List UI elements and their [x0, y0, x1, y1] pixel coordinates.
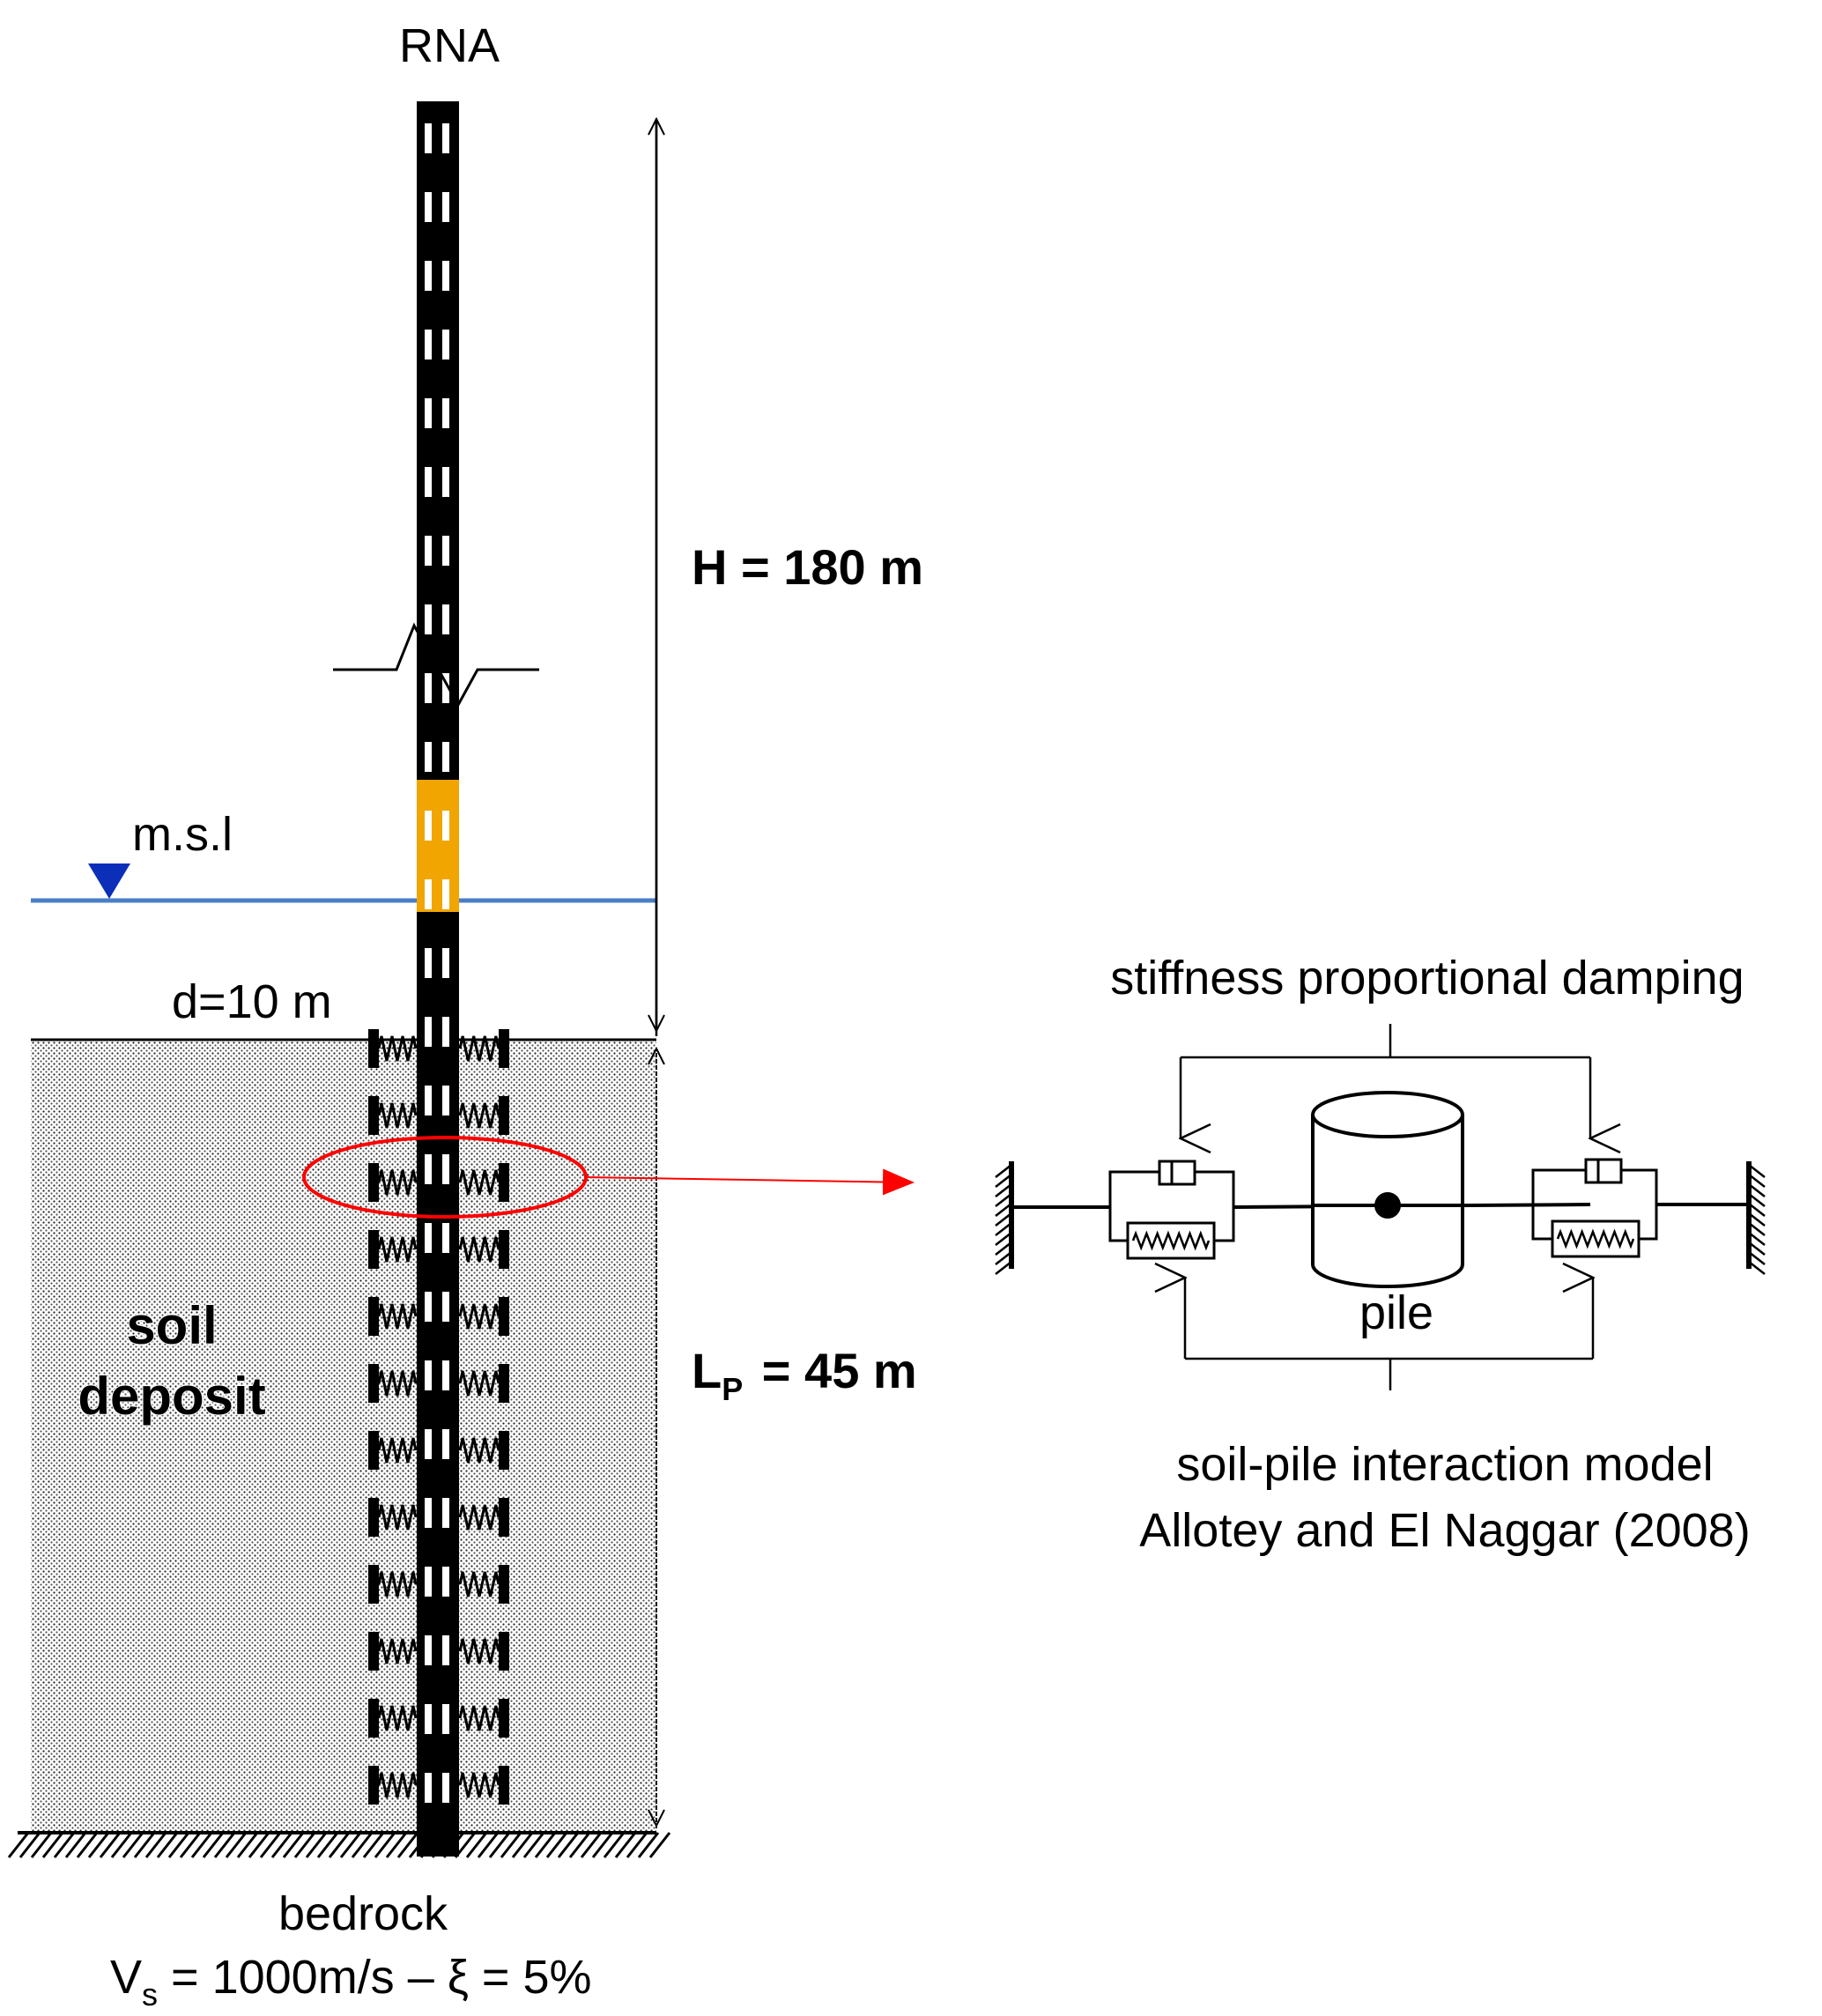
model-label-line2: Allotey and El Naggar (2008)	[1139, 1504, 1750, 1557]
left-dashpot-icon	[1158, 1160, 1196, 1186]
bedrock-vs-value: = 1000m/s – ξ = 5%	[158, 1951, 591, 2004]
height-label: H = 180 m	[692, 539, 923, 595]
damping-bracket	[1181, 1024, 1590, 1138]
soil-deposit-block	[31, 1040, 656, 1833]
detail-callout-arrow	[585, 1168, 915, 1196]
bedrock-vs-main: V	[110, 1951, 142, 2004]
rna-label: RNA	[399, 19, 500, 72]
model-label-line1: soil-pile interaction model	[1176, 1438, 1713, 1491]
soil-label-line1: soil	[126, 1296, 217, 1355]
soil-pile-interaction-model	[995, 1024, 1766, 1390]
bedrock-label: bedrock	[278, 1887, 448, 1940]
pile-label: pile	[1359, 1286, 1433, 1339]
right-fixed-support-icon	[1746, 1161, 1766, 1275]
interaction-bracket	[1185, 1278, 1593, 1390]
bedrock-properties-label: Vs = 1000m/s – ξ = 5%	[110, 1951, 592, 2012]
left-fixed-support-icon	[995, 1161, 1014, 1275]
soil-springs	[368, 1029, 509, 1805]
pile-length-label: LP = 45 m	[692, 1343, 917, 1407]
pile-length-value: = 45 m	[748, 1343, 916, 1398]
msl-label: m.s.l	[132, 808, 233, 861]
pile-length-main: L	[692, 1343, 722, 1398]
soil-label-line2: deposit	[78, 1367, 265, 1426]
left-dashpot-spring-element	[1108, 1160, 1235, 1260]
pile-cylinder-icon	[1311, 1091, 1464, 1288]
bedrock-vs-subscript: s	[142, 1976, 158, 2012]
right-dashpot-spring-element	[1531, 1158, 1658, 1258]
pile-length-subscript: P	[722, 1371, 743, 1407]
water-depth-label: d=10 m	[172, 975, 332, 1028]
turbine-tower	[417, 101, 459, 1857]
damping-label: stiffness proportional damping	[1110, 952, 1744, 1004]
msl-marker-icon	[88, 863, 130, 899]
right-dashpot-icon	[1584, 1158, 1623, 1184]
bedrock-hatching	[7, 1831, 671, 1858]
tower-break-symbol	[333, 622, 539, 708]
